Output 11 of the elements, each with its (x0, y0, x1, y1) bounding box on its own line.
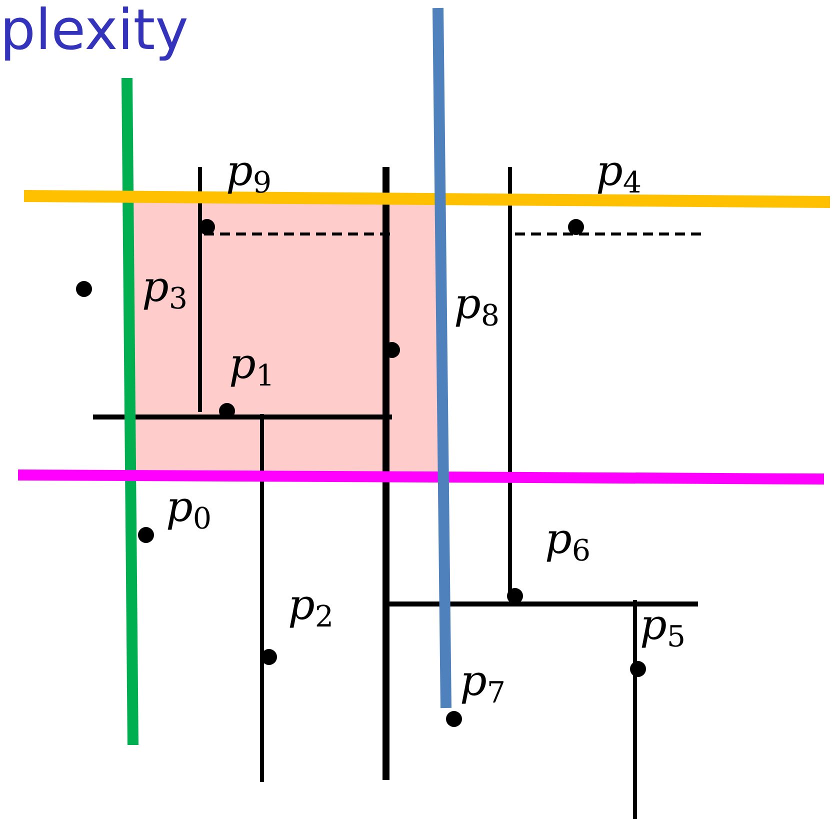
point-label: p$_{8}$ (454, 283, 500, 331)
point-label: p$_{6}$ (545, 518, 591, 566)
point-label: p$_{9}$ (226, 150, 272, 198)
point-label: p$_{3}$ (142, 266, 188, 314)
point-label: p$_{5}$ (640, 604, 686, 652)
point-label: p$_{2}$ (288, 584, 334, 632)
point-label: p$_{4}$ (596, 150, 642, 198)
point-label: p$_{7}$ (460, 660, 506, 708)
point-label: p$_{1}$ (229, 343, 275, 391)
title: plexity (0, 0, 188, 62)
point-label: p$_{0}$ (166, 486, 212, 534)
